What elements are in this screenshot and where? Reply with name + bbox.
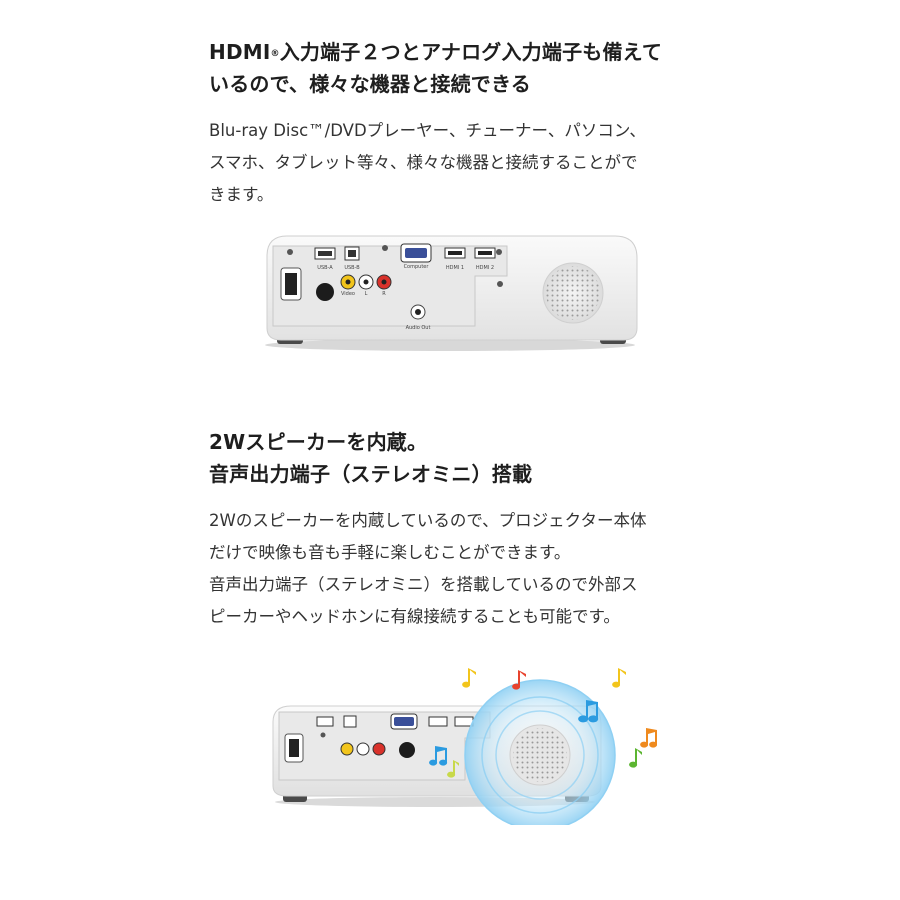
music-note-icon: [612, 668, 626, 688]
heading-text: いるので、様々な機器と接続できる: [209, 72, 531, 96]
video-label: Video: [341, 291, 355, 297]
music-note-icon: [578, 700, 599, 723]
section-body: Blu-ray Disc™/DVDプレーヤー、チューナー、パソコン、 スマホ、タ…: [209, 115, 709, 211]
music-note-icon: [447, 760, 459, 778]
section-speaker: 2Wスピーカーを内蔵。 音声出力端子（ステレオミニ）搭載 2Wのスピーカーを内蔵…: [209, 426, 709, 633]
music-note-icon: [429, 746, 448, 766]
body-line: ピーカーやヘッドホンに有線接続することも可能です。: [209, 607, 620, 626]
body-line: Blu-ray Disc™/DVDプレーヤー、チューナー、パソコン、: [209, 121, 646, 140]
computer-label: Computer: [404, 264, 430, 270]
l-label: L: [365, 291, 368, 297]
projector-speaker-image: [265, 650, 675, 831]
hdmi2-label: HDMI 2: [476, 265, 494, 271]
heading-text: HDMI: [209, 40, 271, 64]
music-note-icon: [462, 668, 476, 688]
body-line: きます。: [209, 185, 274, 204]
body-line: 2Wのスピーカーを内蔵しているので、プロジェクター本体: [209, 511, 647, 530]
heading-text: 入力端子２つとアナログ入力端子も備えて: [279, 40, 663, 64]
body-line: 音声出力端子（ステレオミニ）を搭載しているので外部ス: [209, 575, 638, 594]
projector-rear-panel-image: USB-A USB-B Computer HDMI 1 HDMI 2 Video…: [255, 228, 645, 358]
section-body: 2Wのスピーカーを内蔵しているので、プロジェクター本体 だけで映像も音も手軽に楽…: [209, 505, 709, 633]
music-note-icon: [640, 728, 658, 748]
heading-text: 2Wスピーカーを内蔵。: [209, 430, 428, 454]
usb-a-label: USB-A: [317, 265, 333, 271]
body-line: スマホ、タブレット等々、様々な機器と接続することがで: [209, 153, 638, 172]
heading-text: 音声出力端子（ステレオミニ）搭載: [209, 462, 533, 486]
usb-b-label: USB-B: [344, 265, 360, 271]
audio-out-label: Audio Out: [406, 325, 431, 331]
music-note-icon: [629, 748, 642, 768]
section-heading: 2Wスピーカーを内蔵。 音声出力端子（ステレオミニ）搭載: [209, 426, 709, 490]
registered-mark: ®: [270, 49, 280, 59]
hdmi1-label: HDMI 1: [446, 265, 464, 271]
body-line: だけで映像も音も手軽に楽しむことができます。: [209, 543, 571, 562]
section-heading: HDMI®入力端子２つとアナログ入力端子も備えて いるので、様々な機器と接続でき…: [209, 36, 709, 100]
section-hdmi: HDMI®入力端子２つとアナログ入力端子も備えて いるので、様々な機器と接続でき…: [209, 36, 709, 211]
music-note-icon: [512, 670, 526, 690]
r-label: R: [382, 291, 386, 297]
